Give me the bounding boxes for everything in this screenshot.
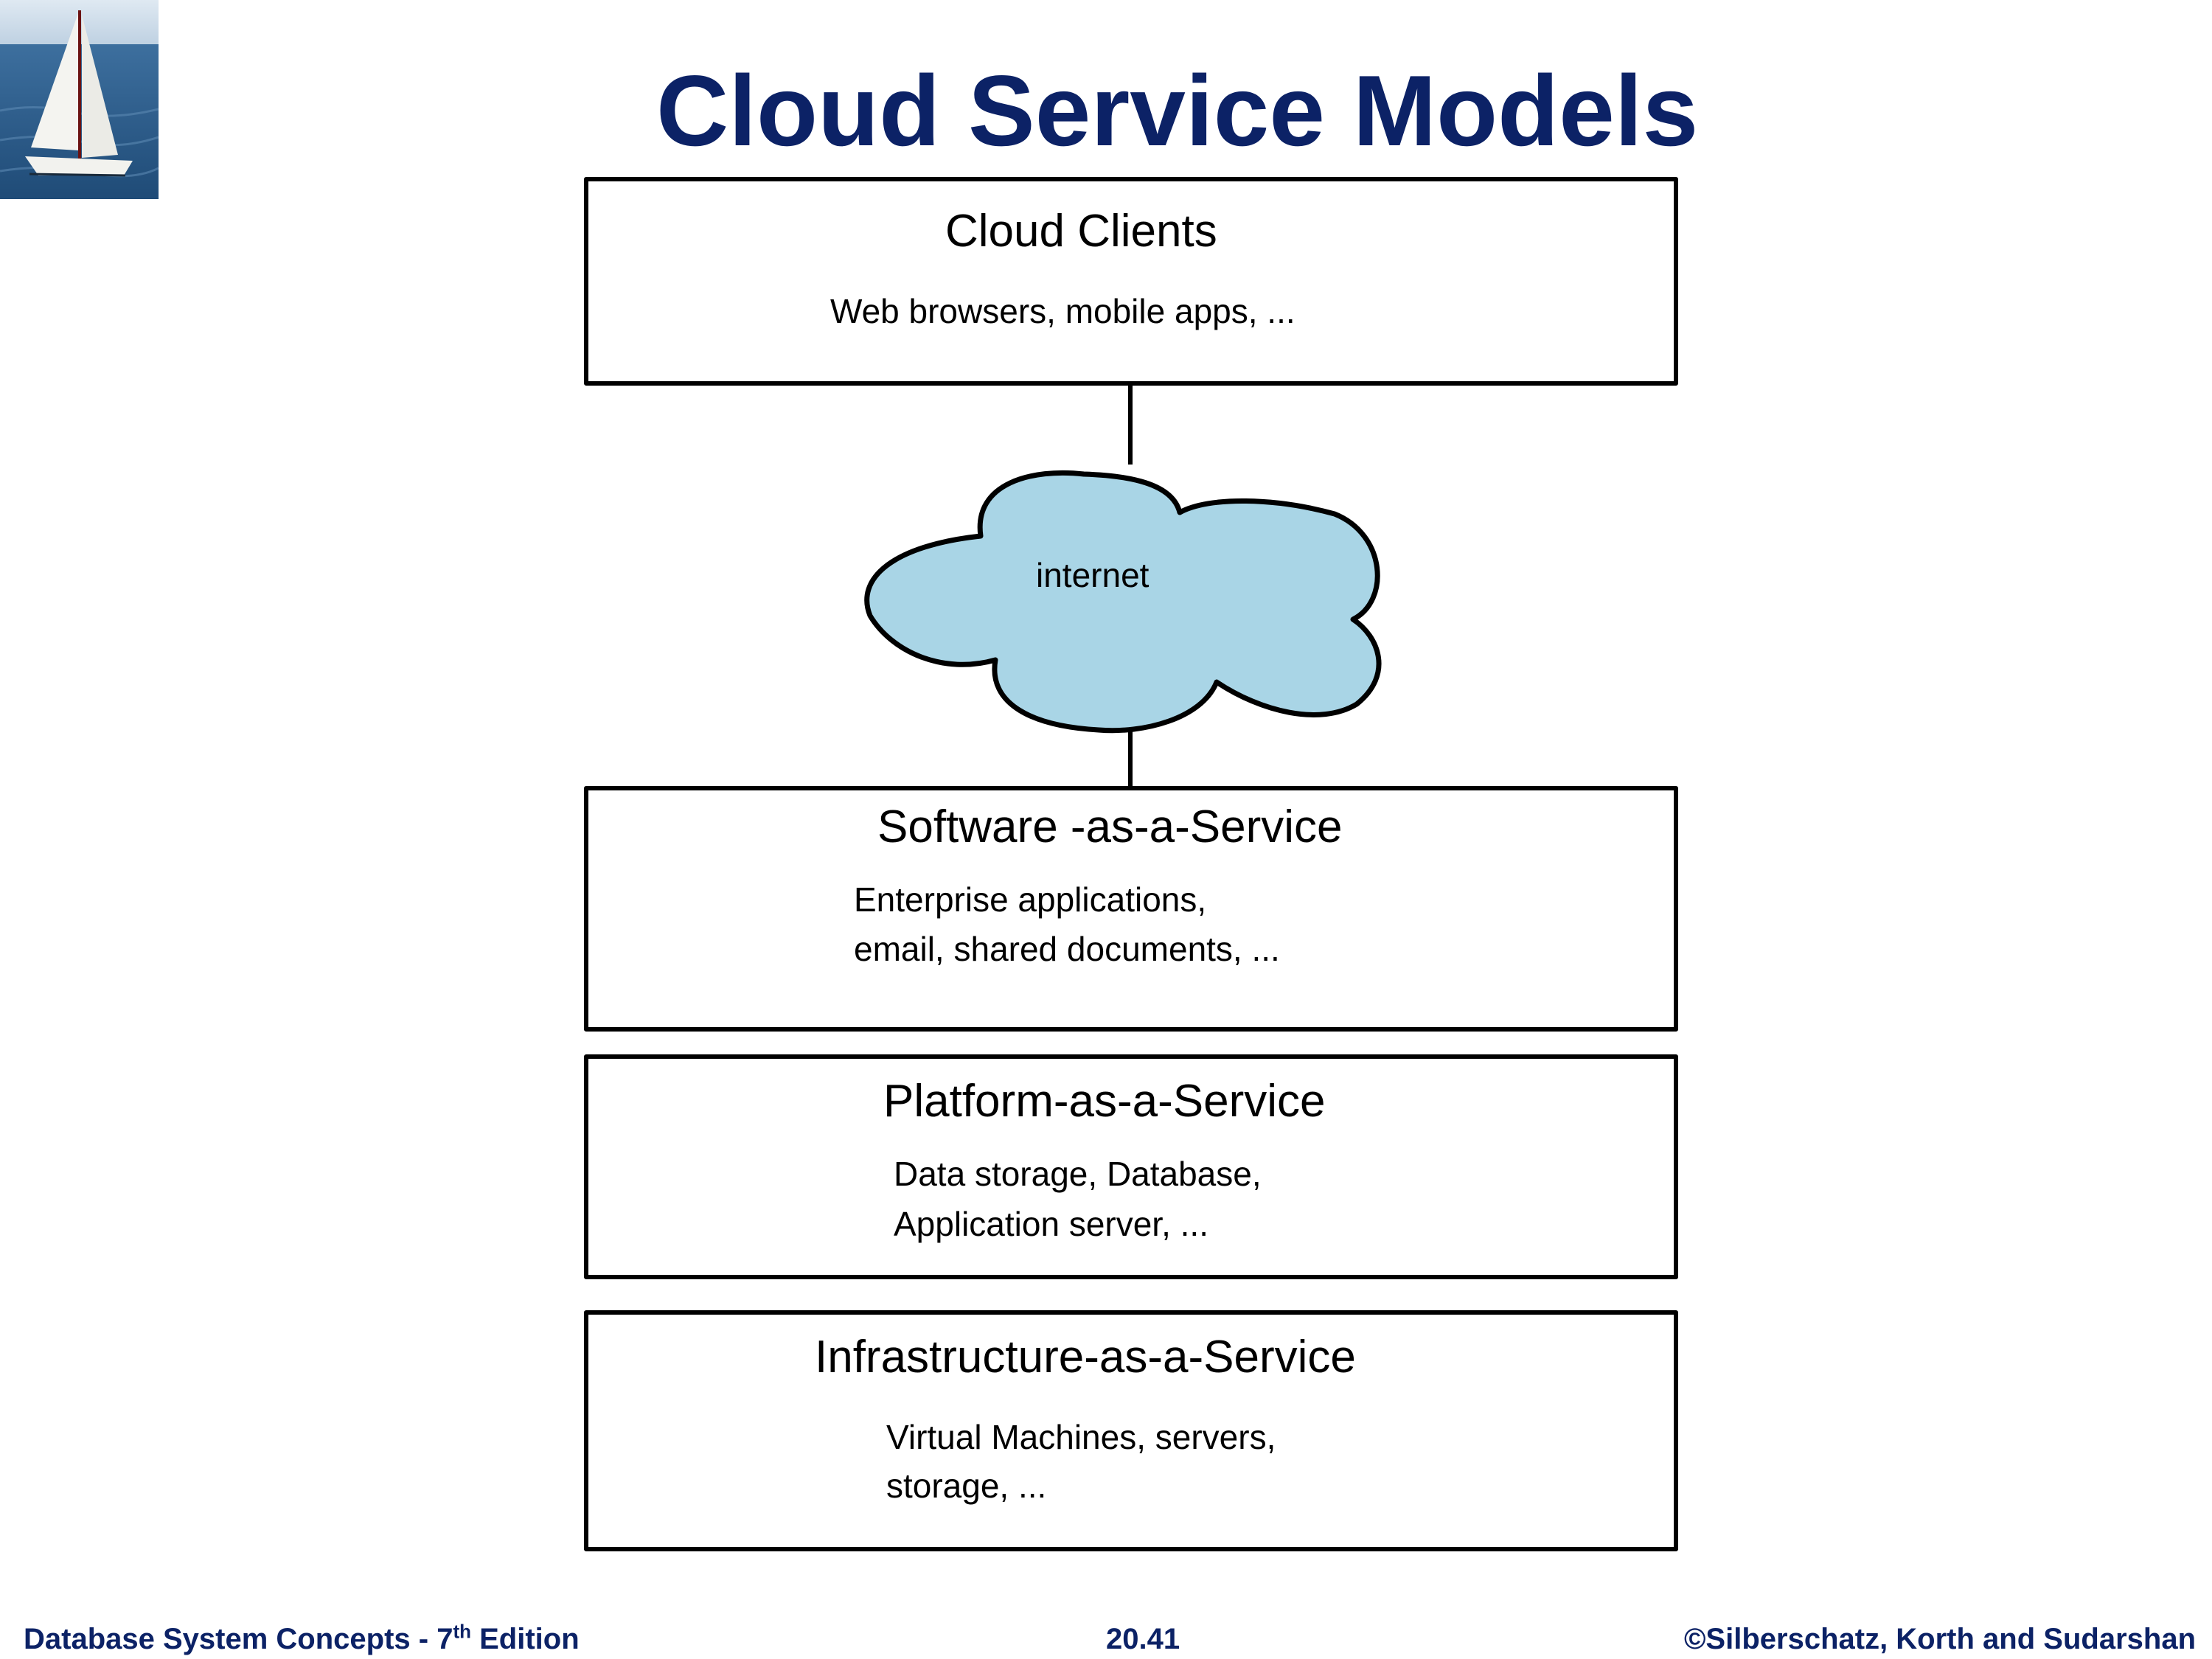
iaas-box: Infrastructure-as-a-Service Virtual Mach… xyxy=(584,1310,1678,1551)
footer-book-title: Database System Concepts - 7th Edition xyxy=(24,1621,580,1658)
cloud-clients-line-1: Web browsers, mobile apps, ... xyxy=(830,292,1295,330)
footer-copyright: ©Silberschatz, Korth and Sudarshan xyxy=(1683,1623,2196,1655)
iaas-line-2: storage, ... xyxy=(886,1467,1047,1505)
saas-title: Software -as-a-Service xyxy=(877,801,1343,852)
paas-line-2: Application server, ... xyxy=(894,1205,1208,1243)
iaas-title: Infrastructure-as-a-Service xyxy=(815,1332,1356,1382)
saas-line-1: Enterprise applications, xyxy=(854,880,1207,919)
saas-box: Software -as-a-Service Enterprise applic… xyxy=(584,786,1678,1032)
cloud-clients-title: Cloud Clients xyxy=(945,206,1217,257)
sailboat-logo xyxy=(0,0,159,199)
connector-clients-to-internet xyxy=(1128,383,1133,465)
footer-book-title-text: Database System Concepts - 7 xyxy=(24,1623,453,1655)
paas-box: Platform-as-a-Service Data storage, Data… xyxy=(584,1054,1678,1279)
iaas-line-1: Virtual Machines, servers, xyxy=(886,1418,1276,1456)
internet-cloud xyxy=(864,470,1382,734)
internet-label: internet xyxy=(1036,556,1150,594)
paas-title: Platform-as-a-Service xyxy=(883,1076,1326,1127)
footer-page-number: 20.41 xyxy=(1106,1623,1180,1655)
connector-internet-to-saas xyxy=(1128,719,1133,790)
saas-line-2: email, shared documents, ... xyxy=(854,930,1280,968)
footer-edition-suffix: Edition xyxy=(471,1623,580,1655)
cloud-clients-box: Cloud Clients Web browsers, mobile apps,… xyxy=(584,177,1678,386)
paas-line-1: Data storage, Database, xyxy=(894,1155,1262,1193)
footer-edition-superscript: th xyxy=(453,1620,471,1643)
slide-title: Cloud Service Models xyxy=(656,55,1699,167)
